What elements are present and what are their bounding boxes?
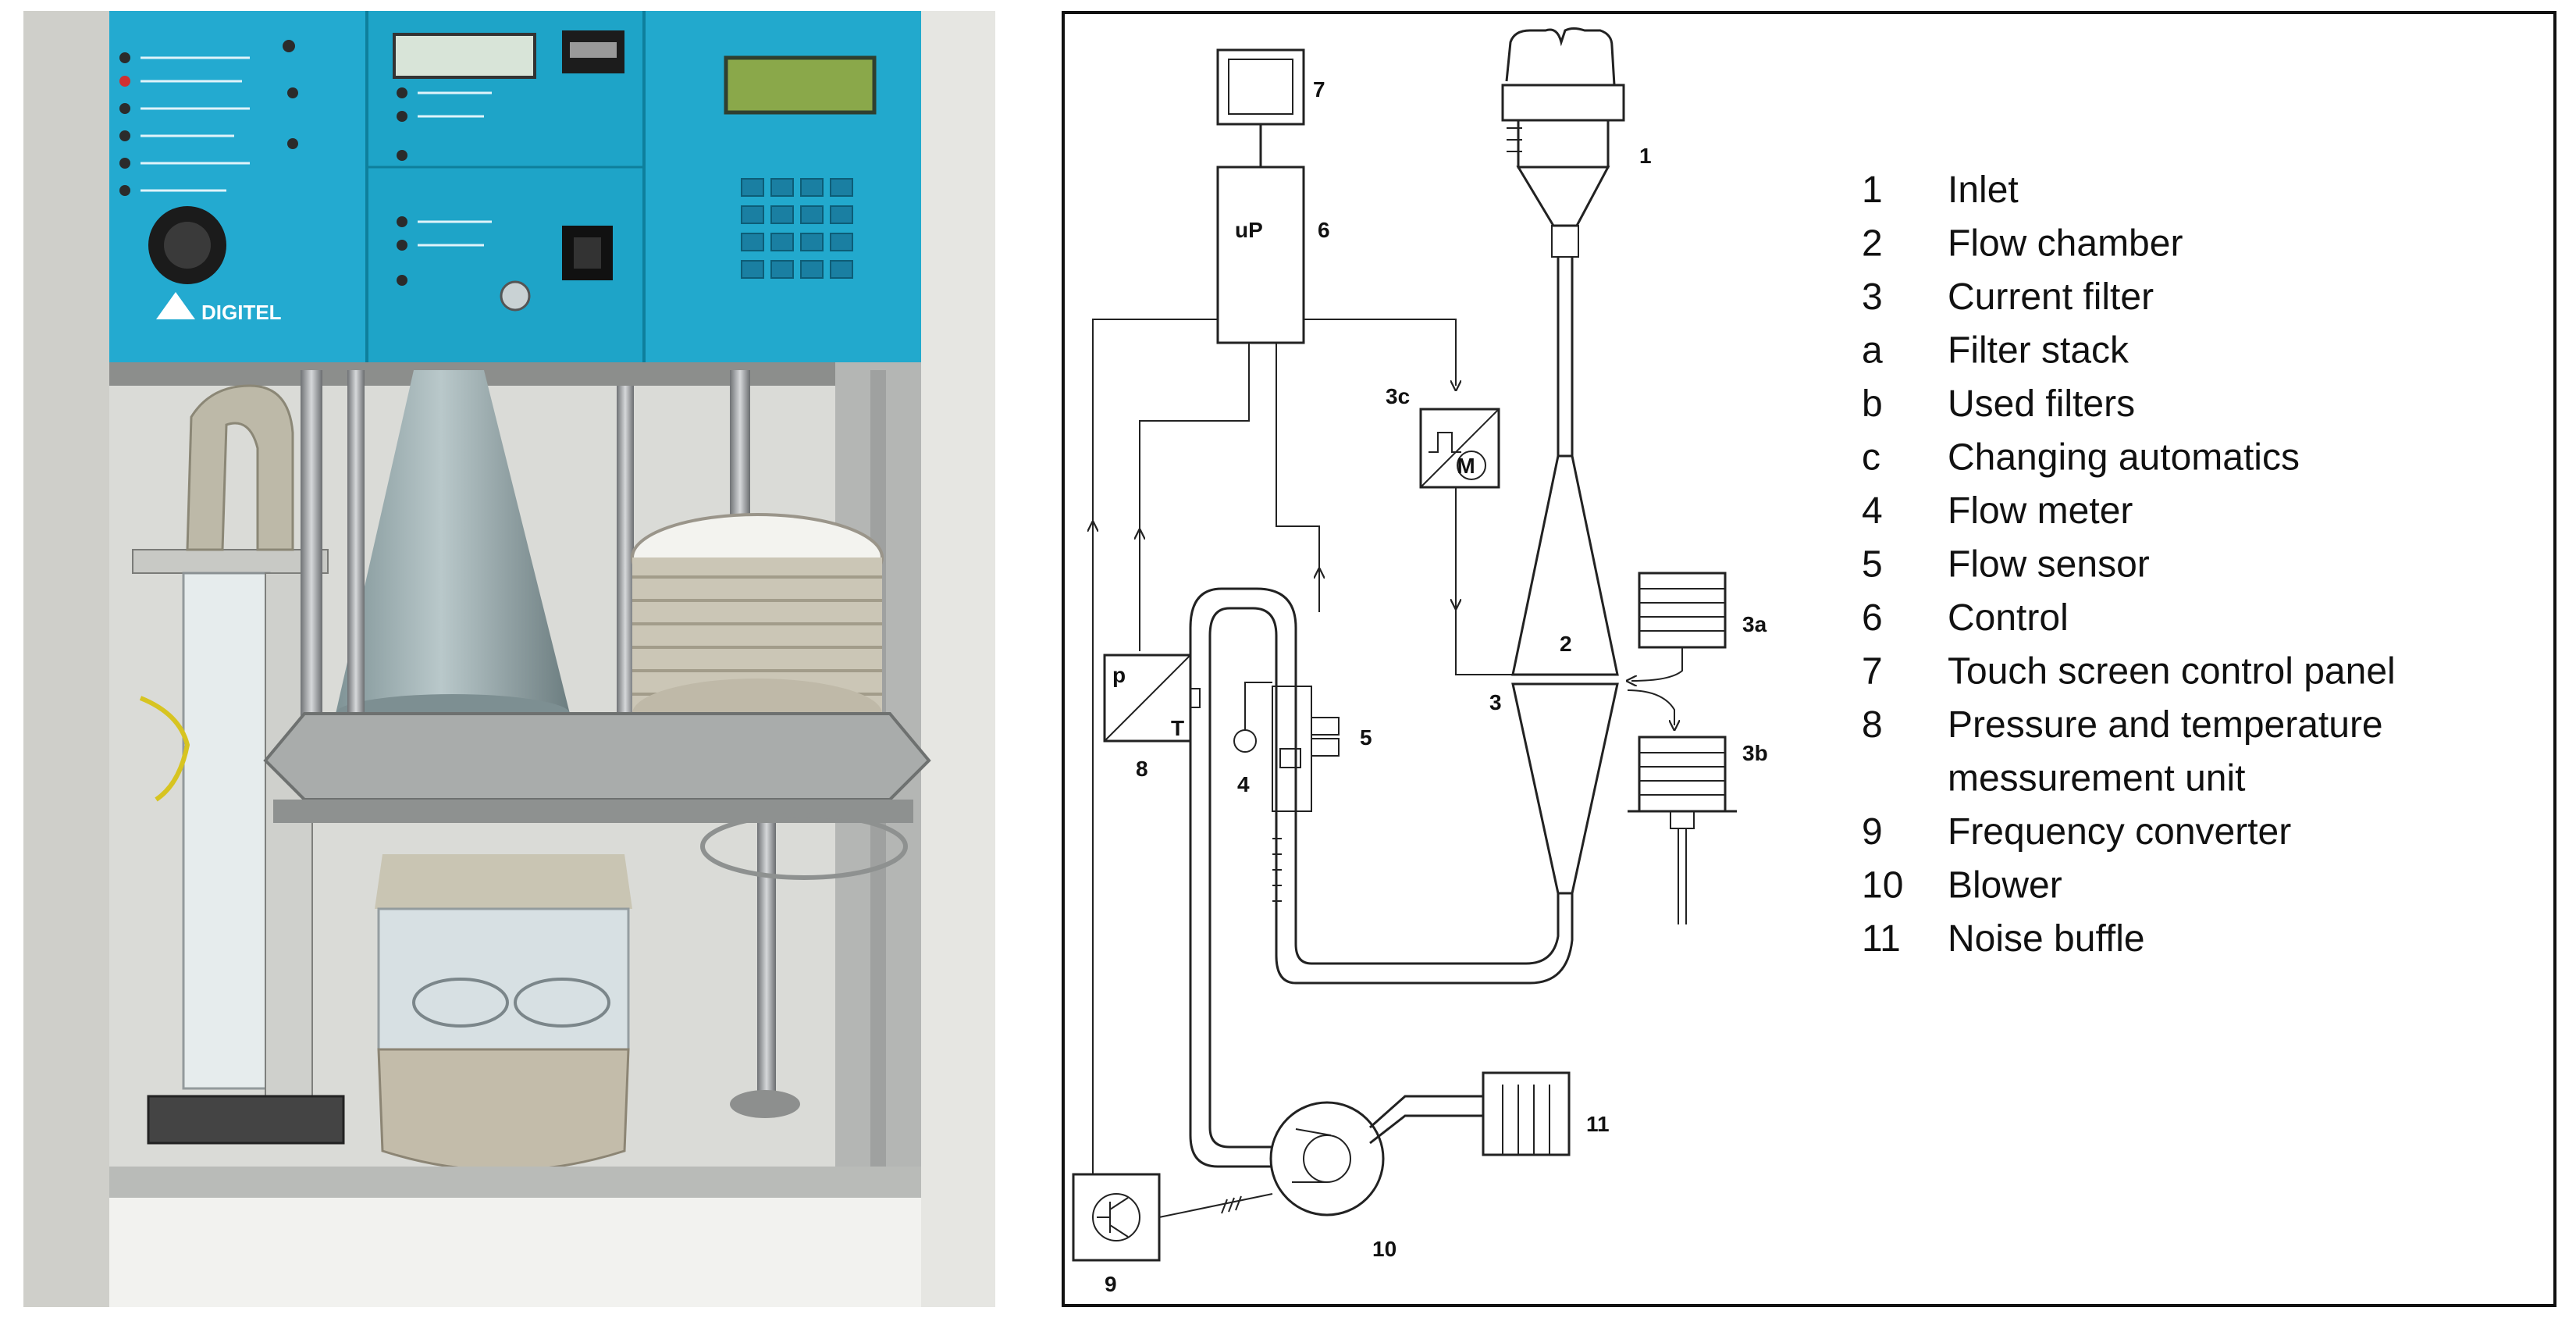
sampler-schematic: 7 uP 6 M 3c 1 2 3: [1062, 11, 2556, 1307]
legend-text: Flow sensor: [1948, 544, 2150, 586]
legend-text: Flow meter: [1948, 490, 2133, 532]
label-touch-screen: 7: [1313, 77, 1325, 102]
duct-outer: [1189, 587, 1560, 1168]
legend-text: messurement unit: [1948, 758, 2246, 800]
legend-text: Filter stack: [1948, 330, 2129, 372]
label-current-filter: 3: [1489, 690, 1502, 714]
legend-text: Pressure and temperature: [1948, 704, 2383, 746]
sampler-plate: [263, 712, 931, 801]
sampler-photo: DIGITEL: [23, 11, 995, 1307]
legend-text: Flow chamber: [1948, 223, 2183, 265]
label-flow-chamber: 2: [1560, 632, 1572, 656]
control-unit: [1216, 166, 1305, 344]
legend-text: Frequency converter: [1948, 811, 2291, 853]
lower-filter-chamber: [375, 854, 632, 1172]
legend-key: 7: [1862, 651, 1883, 693]
legend-text: Noise buffle: [1948, 918, 2145, 960]
label-filter-stack: 3a: [1742, 612, 1767, 636]
line-control-changer: [1304, 319, 1456, 386]
label-control-text: uP: [1235, 218, 1263, 242]
changing-automatics: [1419, 408, 1500, 489]
pt-unit: [1103, 654, 1201, 743]
legend-key: 9: [1862, 811, 1883, 853]
line-control-freq: [1092, 319, 1218, 1174]
legend-key: 1: [1862, 169, 1883, 211]
legend-text: Current filter: [1948, 276, 2154, 318]
diagram-frame: [1062, 11, 2556, 1307]
legend-text: Inlet: [1948, 169, 2019, 211]
label-control: 6: [1318, 218, 1330, 242]
inlet-head: [1501, 27, 1625, 456]
label-pt-unit: 8: [1136, 757, 1148, 781]
legend-key: c: [1862, 437, 1880, 479]
legend-key: a: [1862, 330, 1883, 372]
label-frequency-converter: 9: [1105, 1272, 1117, 1296]
label-changing-automatics: 3c: [1386, 384, 1410, 408]
legend-key: 2: [1862, 223, 1883, 265]
legend-key: 6: [1862, 597, 1883, 639]
legend-text: Touch screen control panel: [1948, 651, 2396, 693]
legend-key: 5: [1862, 544, 1883, 586]
legend-text: Control: [1948, 597, 2069, 639]
cone-inlet: [336, 370, 570, 714]
legend-text: Changing automatics: [1948, 437, 2300, 479]
digitel-logo: DIGITEL: [156, 292, 282, 324]
flow-sensor: [1311, 717, 1340, 757]
legend: 1 Inlet 2 Flow chamber 3 Current filter a Filte…: [1862, 169, 2396, 960]
legend-key: 11: [1862, 918, 1901, 960]
legend-key: 4: [1862, 490, 1883, 532]
duct-inner: [1208, 607, 1574, 1149]
brand-name: DIGITEL: [201, 301, 282, 324]
legend-key: 8: [1862, 704, 1883, 746]
legend-key: 3: [1862, 276, 1883, 318]
control-panel: DIGITEL: [109, 11, 921, 362]
touch-screen-panel: [1216, 48, 1305, 167]
label-flow-sensor: 5: [1360, 725, 1372, 750]
frequency-converter: [1072, 1173, 1273, 1262]
label-flow-meter: 4: [1237, 772, 1250, 796]
motor-symbol: M: [1457, 454, 1475, 478]
used-filters-symbol: [1628, 736, 1737, 924]
label-noise-buffle: 11: [1586, 1112, 1610, 1136]
pt-temperature-symbol: T: [1171, 716, 1184, 740]
noise-buffle: [1482, 1071, 1571, 1156]
blower: [1269, 1095, 1483, 1216]
pt-pressure-symbol: p: [1112, 663, 1126, 687]
legend-text: Used filters: [1948, 383, 2135, 425]
legend-text: Blower: [1948, 865, 2062, 907]
legend-key: b: [1862, 383, 1883, 425]
label-inlet: 1: [1639, 144, 1652, 168]
legend-key: 10: [1862, 865, 1903, 907]
label-blower: 10: [1372, 1237, 1397, 1261]
label-used-filters: 3b: [1742, 741, 1768, 765]
flow-meter-tube: [132, 384, 345, 1145]
